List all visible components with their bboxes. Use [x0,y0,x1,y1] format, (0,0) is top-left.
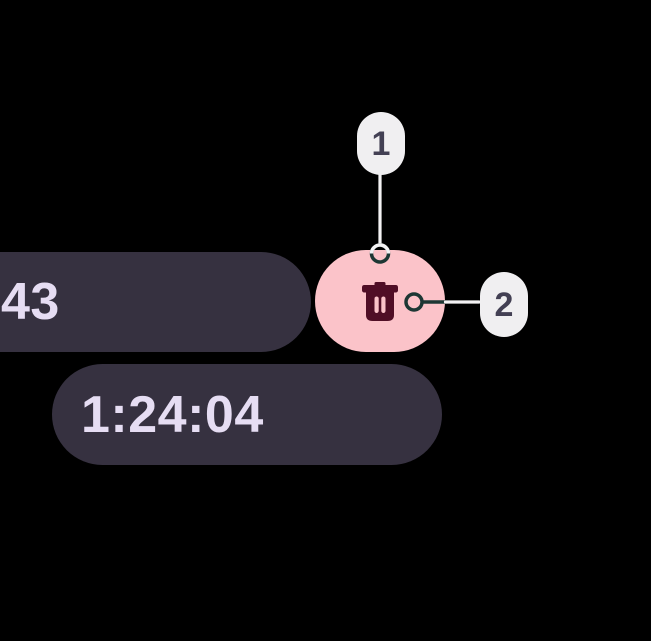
trash-icon [362,281,398,321]
callout-badge-1: 1 [357,112,405,175]
callout-badge-2-label: 2 [494,285,514,324]
lap-time-pill: 43 [0,252,311,352]
delete-button[interactable] [315,250,445,352]
total-time-text: 1:24:04 [81,385,264,444]
callout-badge-1-label: 1 [371,124,391,163]
lap-time-text: 43 [1,273,60,331]
total-time-pill: 1:24:04 [52,364,442,465]
callout-badge-2: 2 [480,272,528,337]
